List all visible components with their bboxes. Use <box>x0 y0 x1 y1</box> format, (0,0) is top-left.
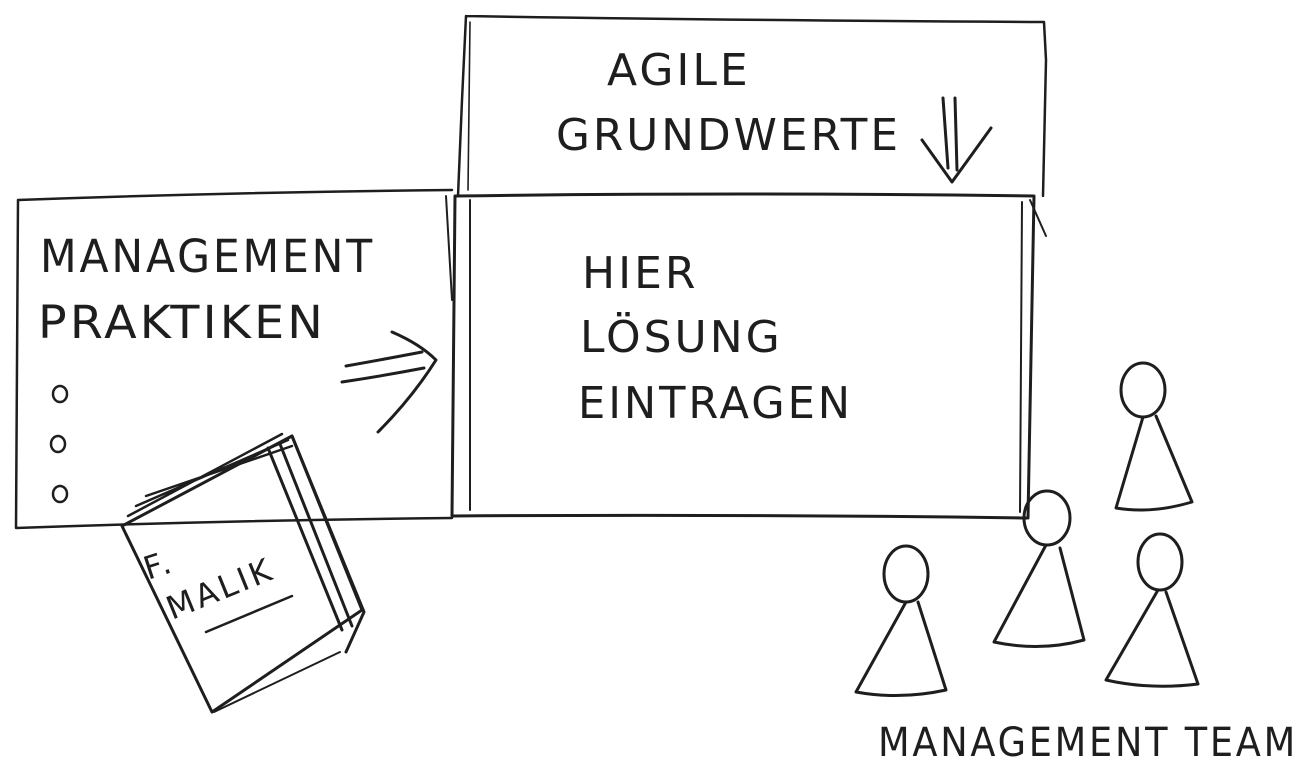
double-down-arrow-icon <box>920 96 993 184</box>
team-label: MANAGEMENT TEAM <box>878 720 1298 766</box>
solution-label-line3: EINTRAGEN <box>578 378 853 429</box>
stick-figure-icon <box>854 544 948 698</box>
bullet-list <box>49 384 69 504</box>
bullet-icon <box>51 384 69 404</box>
stick-figure-icon <box>1104 532 1200 688</box>
solution-label-line1: HIER <box>582 248 698 299</box>
book-icon: F. MALIK <box>120 432 366 714</box>
management-practices-label-line1: MANAGEMENT <box>40 230 375 283</box>
management-practices-label-line2: PRAKTIKEN <box>38 296 326 349</box>
solution-label-line2: LÖSUNG <box>580 311 783 363</box>
management-practices-box: MANAGEMENT PRAKTIKEN <box>14 188 454 530</box>
solution-box: HIER LÖSUNG EINTRAGEN <box>445 192 1047 520</box>
bullet-icon <box>51 484 69 504</box>
stick-figure-icon <box>992 489 1086 648</box>
agile-values-box: AGILE GRUNDWERTE <box>456 14 1048 198</box>
double-right-arrow-icon <box>340 330 438 434</box>
book-title: MALIK <box>161 550 280 627</box>
bullet-icon <box>49 434 67 454</box>
team-group: MANAGEMENT TEAM <box>854 361 1298 766</box>
agile-values-label-line1: AGILE <box>607 45 751 96</box>
book-author-initial: F. <box>139 542 179 587</box>
agile-values-label-line2: GRUNDWERTE <box>556 110 901 161</box>
stick-figure-icon <box>1114 361 1194 512</box>
